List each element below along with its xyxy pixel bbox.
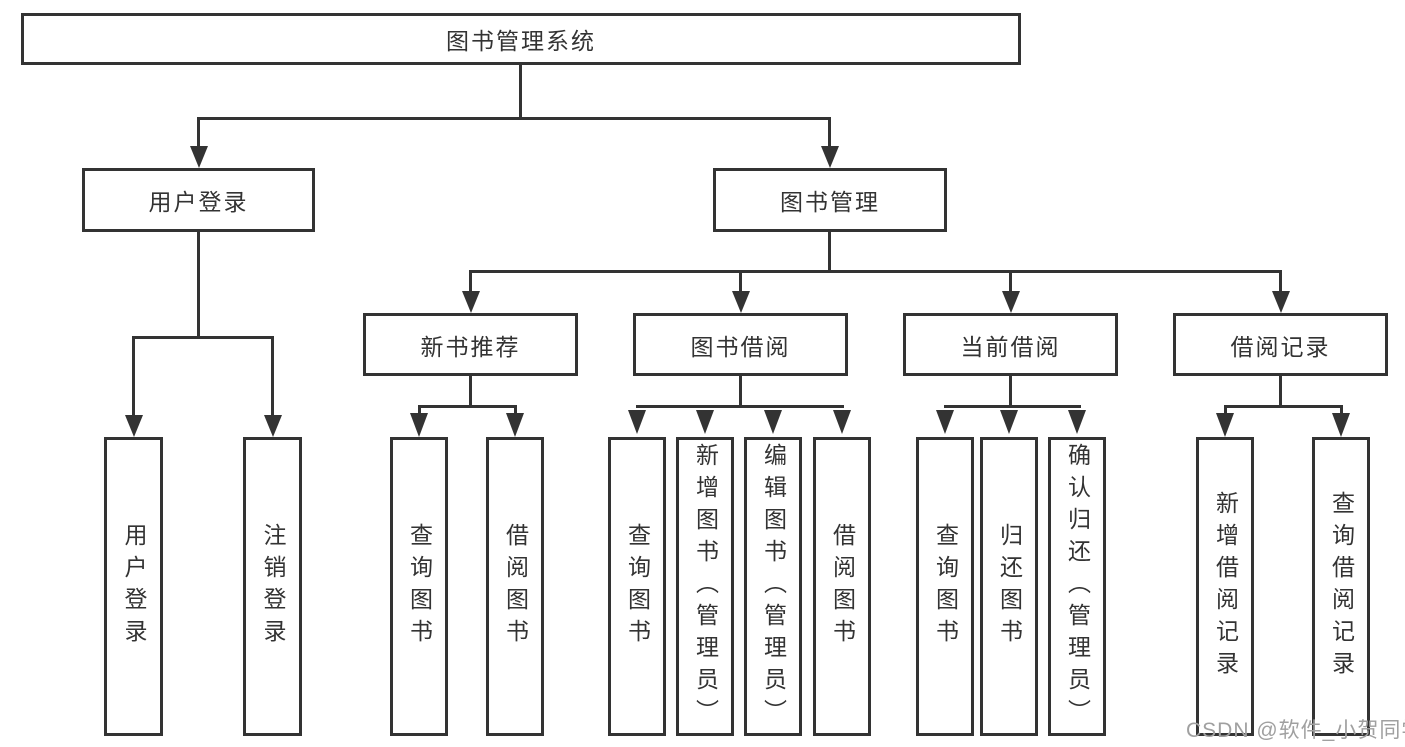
leaf-borrow-books-borrow: 借阅图书: [813, 437, 871, 736]
connector-line: [514, 405, 517, 417]
arrowhead-down-icon: [1272, 291, 1290, 313]
connector-line: [197, 117, 831, 120]
node-book-management: 图书管理: [713, 168, 947, 232]
arrowhead-down-icon: [628, 410, 646, 434]
connector-line: [132, 336, 135, 418]
leaf-label: 用户登录: [121, 522, 147, 651]
arrowhead-down-icon: [821, 146, 839, 168]
connector-line: [1009, 270, 1012, 296]
connector-line: [1279, 270, 1282, 296]
arrowhead-down-icon: [696, 410, 714, 434]
arrowhead-down-icon: [410, 413, 428, 437]
arrowhead-down-icon: [462, 291, 480, 313]
connector-line: [1224, 405, 1343, 408]
leaf-label: 查询图书: [932, 522, 959, 651]
leaf-edit-book-admin: 编辑图书（管理员）: [744, 437, 802, 736]
arrowhead-down-icon: [264, 415, 282, 437]
connector-line: [1340, 405, 1343, 417]
connector-line: [418, 405, 421, 417]
leaf-user-login: 用户登录: [104, 437, 163, 736]
arrowhead-down-icon: [1000, 410, 1018, 434]
leaf-borrow-books-recommend: 借阅图书: [486, 437, 544, 736]
connector-line: [271, 336, 274, 418]
node-label: 图书管理系统: [446, 28, 596, 54]
node-label: 用户登录: [148, 189, 249, 215]
leaf-query-borrow-record: 查询借阅记录: [1312, 437, 1370, 736]
arrowhead-down-icon: [936, 410, 954, 434]
arrowhead-down-icon: [1332, 413, 1350, 437]
connector-line: [828, 230, 831, 273]
leaf-label: 查询图书: [406, 522, 433, 651]
arrowhead-down-icon: [1216, 413, 1234, 437]
leaf-label: 查询借阅记录: [1328, 490, 1355, 683]
connector-line: [469, 270, 472, 296]
node-label: 图书借阅: [690, 333, 791, 360]
connector-line: [739, 374, 742, 408]
arrowhead-down-icon: [125, 415, 143, 437]
connector-line: [1279, 374, 1282, 408]
arrowhead-down-icon: [190, 146, 208, 168]
connector-line: [739, 270, 742, 296]
connector-line: [469, 270, 1281, 273]
node-borrow-records: 借阅记录: [1173, 313, 1388, 376]
connector-line: [1224, 405, 1227, 417]
leaf-label: 查询图书: [624, 522, 651, 651]
node-current-borrow: 当前借阅: [903, 313, 1118, 376]
connector-line: [636, 405, 844, 408]
node-label: 图书管理: [780, 189, 880, 215]
arrowhead-down-icon: [506, 413, 524, 437]
leaf-label: 归还图书: [996, 522, 1023, 651]
node-root: 图书管理系统: [21, 13, 1021, 65]
leaf-label: 新增借阅记录: [1212, 490, 1239, 683]
leaf-label: 借阅图书: [829, 522, 856, 651]
leaf-label: 确认归还（管理员）: [1064, 442, 1091, 731]
watermark-text: CSDN @软件_小贺同学: [1186, 719, 1405, 742]
connector-line: [197, 117, 200, 151]
node-label: 新书推荐: [420, 333, 521, 360]
leaf-query-books-recommend: 查询图书: [390, 437, 448, 736]
leaf-query-books-borrow: 查询图书: [608, 437, 666, 736]
leaf-add-book-admin: 新增图书（管理员）: [676, 437, 734, 736]
leaf-label: 借阅图书: [502, 522, 529, 651]
connector-line: [418, 405, 517, 408]
leaf-add-borrow-record: 新增借阅记录: [1196, 437, 1254, 736]
connector-line: [828, 117, 831, 151]
connector-line: [944, 405, 1081, 408]
node-new-book-recommend: 新书推荐: [363, 313, 578, 376]
leaf-label: 注销登录: [260, 522, 286, 651]
connector-line: [1009, 374, 1012, 408]
arrowhead-down-icon: [1002, 291, 1020, 313]
arrowhead-down-icon: [833, 410, 851, 434]
node-user-login: 用户登录: [82, 168, 315, 232]
leaf-confirm-return-admin: 确认归还（管理员）: [1048, 437, 1106, 736]
connector-line: [469, 374, 472, 408]
leaf-label: 新增图书（管理员）: [692, 442, 719, 731]
connector-line: [197, 230, 200, 339]
connector-line: [132, 336, 274, 339]
connector-line: [519, 64, 522, 120]
leaf-return-book: 归还图书: [980, 437, 1038, 736]
arrowhead-down-icon: [1068, 410, 1086, 434]
arrowhead-down-icon: [764, 410, 782, 434]
arrowhead-down-icon: [732, 291, 750, 313]
node-label: 借阅记录: [1230, 333, 1331, 360]
leaf-label: 编辑图书（管理员）: [760, 442, 787, 731]
leaf-logout: 注销登录: [243, 437, 302, 736]
node-label: 当前借阅: [960, 333, 1061, 360]
node-book-borrow: 图书借阅: [633, 313, 848, 376]
leaf-query-books-current: 查询图书: [916, 437, 974, 736]
